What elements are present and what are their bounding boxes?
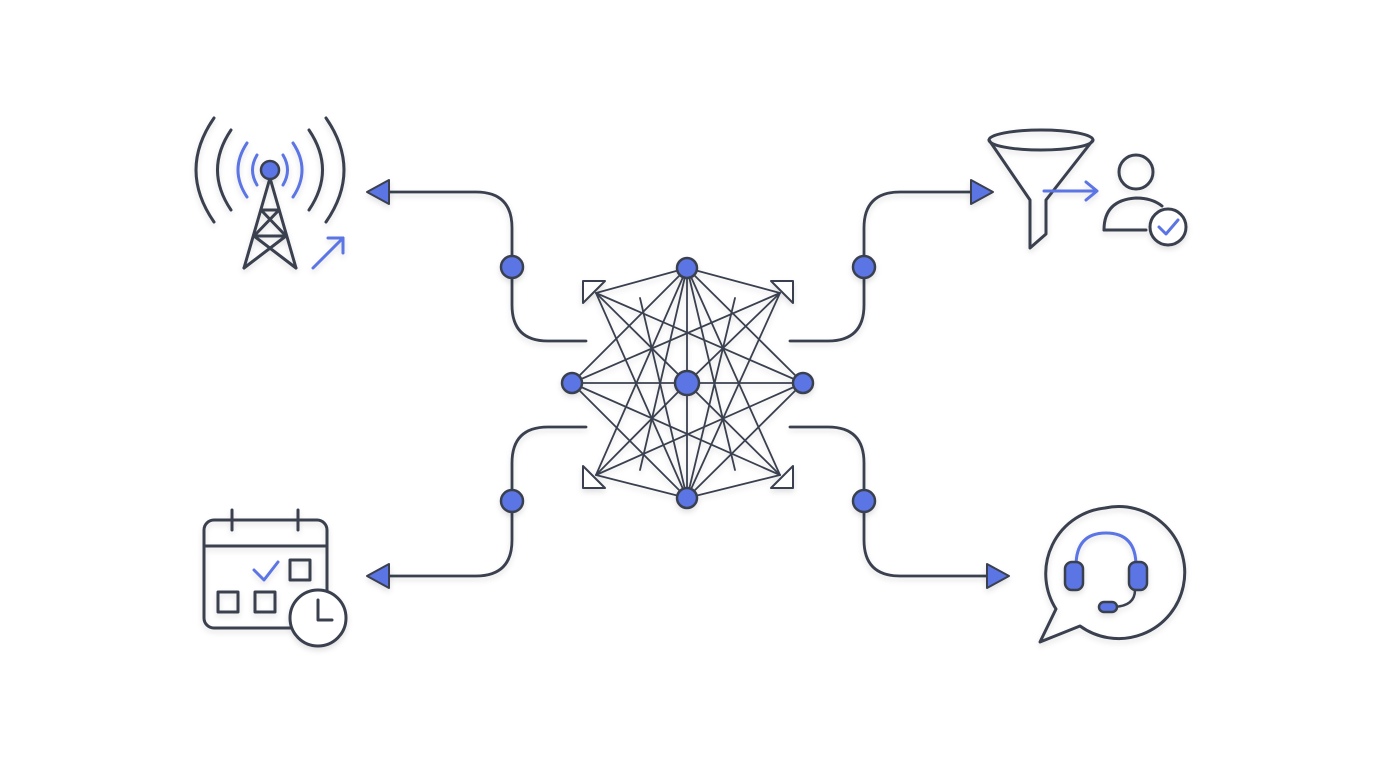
hub-node-left [560,371,584,395]
arrowhead-top-right [970,179,994,205]
arrowhead-top-left [366,179,390,205]
branch-node-bottom-left [499,488,525,514]
arrowhead-bottom-left [366,563,390,589]
signal-tower-icon [194,116,346,270]
branch-nodes [499,254,877,514]
network-hub-icon [560,256,815,510]
hub-node-bottom [675,486,699,510]
arrowhead-bottom-right [986,563,1010,589]
hub-corner-arrows [582,280,794,489]
connector-top-right [788,190,974,343]
branch-node-top-left [499,254,525,280]
trend-arrow [311,236,345,270]
hub-arrow-top-left [582,280,606,304]
calendar-check-icon [252,560,280,582]
hub-star-lines [571,267,804,499]
check-icon [1157,218,1180,236]
conversion-funnel-icon [987,128,1188,250]
hub-arrow-top-right [770,280,794,304]
hub-node-center [673,369,701,397]
connector-bottom-right [788,425,990,578]
schedule-calendar-icon [202,508,348,648]
branch-node-bottom-right [851,488,877,514]
hub-arrow-bottom-left [582,465,606,489]
hub-node-right [791,371,815,395]
support-chat-icon [1038,505,1187,644]
branch-node-top-right [851,254,877,280]
headset-icon [1063,531,1149,614]
branch-arrowheads [366,179,1010,589]
connector-bottom-left [386,425,588,578]
connector-top-left [386,190,588,343]
hub-arrow-bottom-right [770,465,794,489]
hub-nodes [560,256,815,510]
hub-node-top [675,256,699,280]
